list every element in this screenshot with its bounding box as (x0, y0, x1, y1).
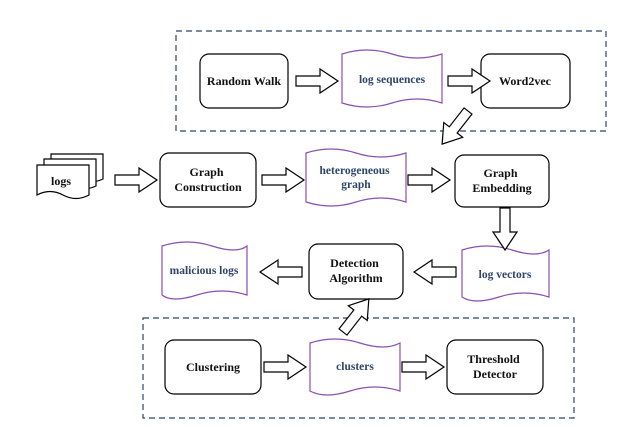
word2vec-label: Word2vec (499, 74, 552, 88)
log-vectors-shape (461, 245, 550, 302)
graph-construction-line-1: Graph (189, 165, 223, 179)
detection-algorithm-box (308, 243, 404, 300)
graph-construction-label: Graph Construction (174, 165, 242, 194)
word2vec-stage-border (175, 30, 607, 132)
arrow-logs-to-graph-construction (114, 167, 158, 193)
threshold-detector-label: Threshold Detector (467, 352, 522, 381)
graph-embedding-label: Graph Embedding (472, 166, 531, 195)
arrow-detection-algorithm-to-malicious-logs (259, 259, 303, 285)
clustering-box (164, 339, 262, 395)
heterogeneous-graph-line-1: heterogeneous (320, 165, 391, 177)
threshold-detector-box (446, 339, 544, 395)
arrow-clustering-to-clusters (263, 354, 307, 380)
clustering-label: Clustering (186, 360, 240, 374)
log-sequences-label: log sequences (359, 74, 426, 86)
threshold-detector-line-1: Threshold (467, 352, 520, 366)
arrow-graph-embedding-to-log-vectors (492, 207, 518, 251)
arrow-word2vec-to-graph-embedding (432, 103, 479, 153)
detection-algorithm-line-2: Algorithm (329, 271, 382, 285)
graph-embedding-line-2: Embedding (472, 181, 531, 195)
malicious-logs-label: malicious logs (170, 265, 239, 277)
graph-construction-line-2: Construction (174, 180, 242, 194)
logs-label: logs (51, 174, 71, 188)
heterogeneous-graph-line-2: graph (341, 179, 371, 191)
heterogeneous-graph-label: heterogeneous graph (320, 165, 393, 191)
random-walk-label: Random Walk (207, 74, 281, 88)
arrow-graph-construction-to-heterogeneous-graph (261, 167, 305, 193)
graph-embedding-box (454, 154, 550, 208)
heterogeneous-graph-shape (305, 148, 407, 207)
logs-document-stack (36, 153, 104, 200)
log-vectors-label: log vectors (479, 269, 532, 281)
detection-algorithm-line-1: Detection (330, 256, 379, 270)
arrow-random-walk-to-log-sequences (295, 68, 339, 94)
threshold-detector-line-2: Detector (473, 367, 518, 381)
clusters-shape (309, 338, 401, 396)
graph-construction-box (159, 152, 257, 208)
clusters-label: clusters (336, 361, 374, 373)
log-sequences-shape (341, 49, 443, 108)
arrow-log-vectors-to-detection-algorithm (413, 259, 457, 285)
graph-embedding-line-1: Graph (483, 166, 517, 180)
malicious-logs-shape (161, 241, 248, 300)
arrow-clusters-to-threshold-detector (401, 354, 445, 380)
random-walk-box (199, 53, 289, 109)
arrow-heterogeneous-graph-to-graph-embedding (407, 167, 451, 193)
detection-algorithm-label: Detection Algorithm (329, 256, 382, 285)
